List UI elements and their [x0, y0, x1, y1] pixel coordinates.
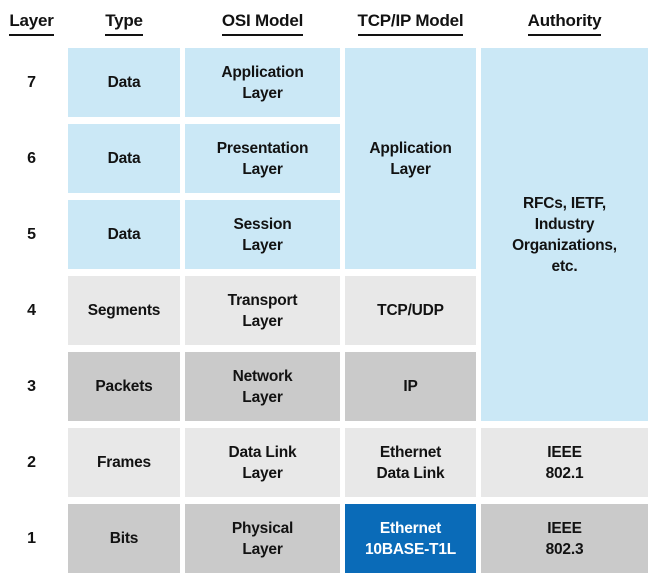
column-header-type: Type — [68, 0, 180, 41]
tcpip-cell-ip: IP — [345, 352, 476, 421]
tcpip-cell-tcp-udp: TCP/UDP — [345, 276, 476, 345]
osi-cell-transport-layer: Transport Layer — [185, 276, 340, 345]
tcpip-cell-ethernet-data-link: Ethernet Data Link — [345, 428, 476, 497]
type-cell-layer4: Segments — [68, 276, 180, 345]
layer-number-2: 2 — [27, 454, 36, 471]
column-header-tcpip-model-label: TCP/IP Model — [357, 11, 464, 36]
osi-cell-data-link-layer: Data Link Layer — [185, 428, 340, 497]
column-header-type-label: Type — [105, 11, 143, 36]
layer-number-4: 4 — [27, 302, 36, 319]
authority-cell-rfcs-ietf-merged: RFCs, IETF, Industry Organizations, etc. — [481, 48, 648, 421]
column-header-authority-label: Authority — [527, 11, 602, 36]
type-cell-layer2: Frames — [68, 428, 180, 497]
type-cell-layer7: Data — [68, 48, 180, 117]
table-grid: Layer Type OSI Model TCP/IP Model Author… — [0, 0, 648, 573]
column-header-osi-model: OSI Model — [185, 0, 340, 41]
layer-number-6: 6 — [27, 150, 36, 167]
type-cell-layer6: Data — [68, 124, 180, 193]
layer-number-7: 7 — [27, 74, 36, 91]
osi-cell-presentation-layer: Presentation Layer — [185, 124, 340, 193]
tcpip-cell-ethernet-10base-t1l-highlighted: Ethernet 10BASE-T1L — [345, 504, 476, 573]
column-header-tcpip-model: TCP/IP Model — [345, 0, 476, 41]
type-cell-layer5: Data — [68, 200, 180, 269]
layer-number-1: 1 — [27, 530, 36, 547]
column-header-osi-model-label: OSI Model — [221, 11, 303, 36]
authority-cell-ieee-8023: IEEE 802.3 — [481, 504, 648, 573]
column-header-layer-label: Layer — [9, 11, 54, 36]
osi-cell-network-layer: Network Layer — [185, 352, 340, 421]
column-header-authority: Authority — [481, 0, 648, 41]
osi-cell-application-layer: Application Layer — [185, 48, 340, 117]
layer-number-5: 5 — [27, 226, 36, 243]
layer-number-3: 3 — [27, 378, 36, 395]
column-header-layer: Layer — [0, 0, 63, 41]
tcpip-cell-application-layer-merged: Application Layer — [345, 48, 476, 269]
osi-cell-session-layer: Session Layer — [185, 200, 340, 269]
type-cell-layer3: Packets — [68, 352, 180, 421]
osi-cell-physical-layer: Physical Layer — [185, 504, 340, 573]
type-cell-layer1: Bits — [68, 504, 180, 573]
authority-cell-ieee-8021: IEEE 802.1 — [481, 428, 648, 497]
